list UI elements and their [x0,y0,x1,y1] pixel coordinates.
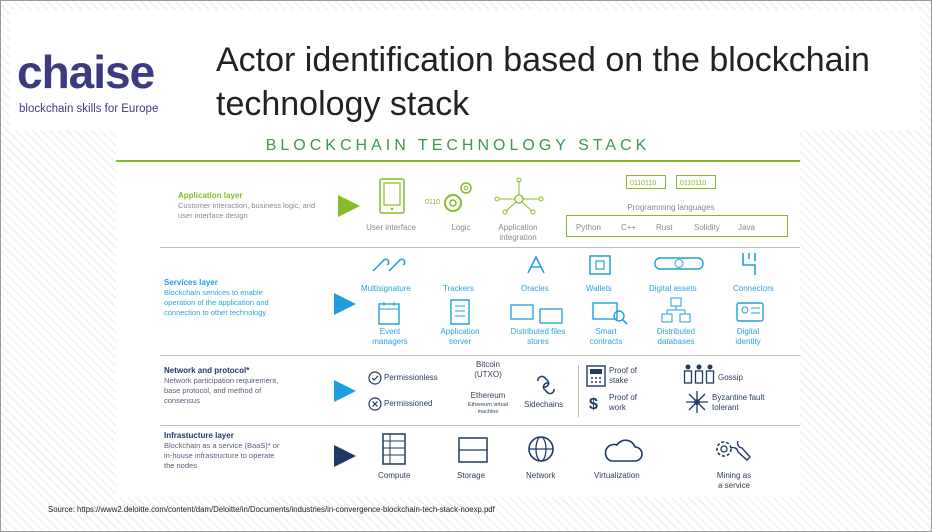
sidechains-link-icon [537,375,555,395]
application-layer-name: Application layer [178,191,243,200]
label-connectors: Connectors [733,284,774,293]
application-layer-desc: Customer interaction, business logic, an… [178,201,316,220]
network-globe-icon [528,436,554,462]
label-application-integration: Application integration [498,223,538,242]
digital-identity-icon [736,302,764,322]
infrastructure-layer-name: Infrastucture layer [164,431,234,440]
label-mining-as-a-service: Mining as a service [716,471,752,490]
check-circle-icon [368,371,382,385]
label-trackers: Trackers [443,284,474,293]
lang-python: Python [576,223,601,232]
application-server-icon [450,299,470,325]
infrastructure-arrow-icon [334,445,356,467]
label-permissioned: Permissioned [384,399,433,408]
blockchain-stack-figure: BLOCKCHAIN TECHNOLOGY STACK Application … [116,125,800,497]
label-distributed-databases: Distributed databases [656,327,696,346]
chaise-logo: chaise blockchain skills for Europe [17,47,193,122]
label-logic: Logic [451,223,471,232]
stack-title-rule [116,160,800,162]
x-circle-icon [368,397,382,411]
application-integration-icon [494,177,544,215]
infrastructure-layer-desc: Blockchain as a service (BaaS)* or in-ho… [164,441,280,470]
label-gossip: Gossip [718,373,743,382]
network-arrow-icon [334,380,356,402]
label-oracles: Oracles [521,284,549,293]
lang-rust: Rust [656,223,673,232]
services-arrow-icon [334,293,356,315]
network-divider [578,365,579,417]
slide-title: Actor identification based on the blockc… [216,41,870,123]
services-layer-name: Services layer [164,278,218,287]
virtualization-cloud-icon [604,439,643,462]
label-user-interface: User interface [366,223,416,232]
label-proof-of-stake: Proof of stake [609,366,638,385]
lang-cpp: C++ [621,223,637,232]
byzantine-network-icon [686,391,708,413]
label-distributed-files-stores: Distributed files stores [510,327,566,346]
compute-server-icon [382,433,406,465]
lang-solidity: Solidity [694,223,720,232]
label-network: Network [526,471,556,480]
label-application-server: Application server [440,327,480,346]
application-arrow-icon [338,195,360,217]
label-proof-of-work: Proof of work [609,393,638,412]
stack-title: BLOCKCHAIN TECHNOLOGY STACK [265,137,651,154]
services-layer-desc: Blockchain services to enable operation … [164,288,269,317]
network-layer-desc: Network participation requirement, base … [164,376,279,405]
label-virtualization: Virtualization [594,471,640,480]
lang-java: Java [738,223,755,232]
distributed-files-stores-icon [510,304,563,324]
event-managers-icon [378,302,400,325]
binary-text-2: 0110110 [680,180,706,187]
digital-assets-icon [654,257,704,270]
label-digital-identity: Digital identity [735,327,761,346]
binary-box-icon: 0110110 [626,175,666,189]
languages-box [566,215,788,237]
label-ethereum: Ethereum [470,391,506,400]
separator-3 [160,425,800,426]
label-ethereum-vm: Ethereum virtual machine [467,402,509,415]
storage-icon [458,437,488,463]
connectors-icon [742,253,756,275]
gossip-people-icon [683,364,715,384]
wallets-icon [589,255,611,275]
user-interface-icon [379,178,405,214]
mining-tools-icon [716,440,751,461]
label-smart-contracts: Smart contracts [589,327,623,346]
label-storage: Storage [457,471,486,480]
binary-box-icon-2: 0110110 [676,175,716,189]
label-digital-assets: Digital assets [649,284,697,293]
source-citation: Source: https://www2.deloitte.com/conten… [48,505,495,514]
label-multisignature: Multisignature [361,284,411,293]
separator-1 [160,247,800,248]
network-layer-name: Network and protocol* [164,366,250,375]
label-byzantine-fault-tolerant: Byzantine fault tolerant [712,393,765,412]
binary-text-1: 0110110 [630,180,656,187]
logic-gear-icon: 0110 [425,182,472,212]
svg-text:0110: 0110 [425,199,440,206]
multisignature-icon [372,258,406,272]
label-event-managers: Event managers [372,327,408,346]
label-sidechains: Sidechains [524,400,564,409]
distributed-databases-icon [661,297,691,323]
svg-text:$: $ [589,396,598,412]
programming-languages-title: Programming languages [627,203,715,212]
oracles-icon [527,255,545,274]
proof-of-stake-icon [586,365,606,387]
separator-2 [160,355,800,356]
dollar-icon: $ [589,396,598,412]
label-bitcoin: Bitcoin (UTXO) [474,360,502,379]
header-area [10,10,920,130]
smart-contracts-icon [592,302,628,325]
logo-tagline: blockchain skills for Europe [19,103,159,115]
logo-word: chaise [17,46,155,98]
label-compute: Compute [378,471,411,480]
label-permissionless: Permissionless [384,373,438,382]
label-wallets: Wallets [586,284,612,293]
